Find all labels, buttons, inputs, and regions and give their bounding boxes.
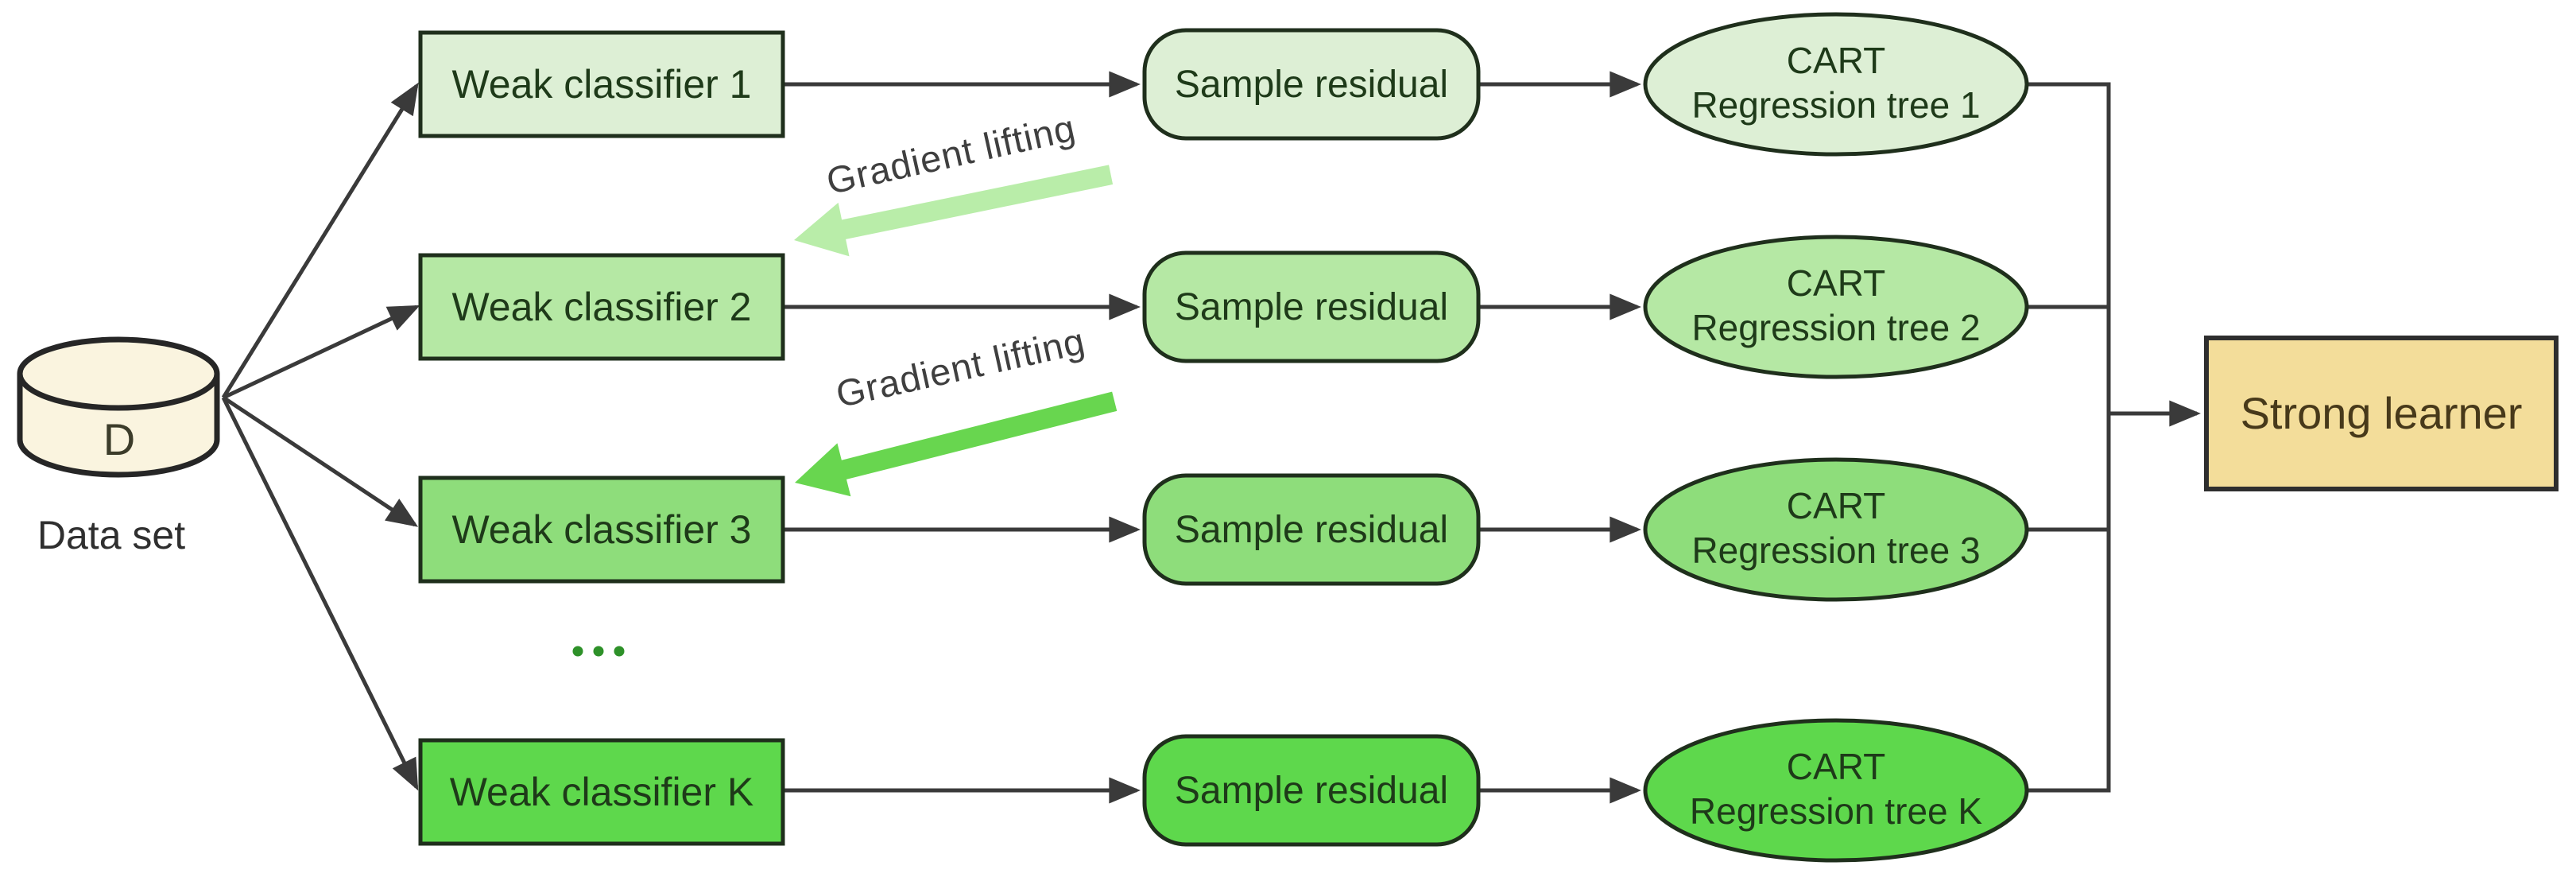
cart-tree-2-label-line2: Regression tree 2 [1691, 307, 1980, 348]
weak-classifier-k-label: Weak classifier K [450, 770, 754, 814]
cart-tree-2-ellipse [1643, 235, 2029, 379]
row-weak-classifier-k: Weak classifier K Sample residual CART R… [418, 718, 2029, 863]
sample-residual-k-pill [1142, 734, 1481, 847]
dataset-caption: Data set [37, 513, 185, 557]
cart-tree-3-label-line1: CART [1787, 485, 1885, 526]
dataset-symbol: D [103, 414, 135, 464]
row-weak-classifier-2: Weak classifier 2 Sample residual CART R… [418, 235, 2029, 379]
sample-residual-k-label: Sample residual [1175, 770, 1448, 812]
sample-residual-3-label: Sample residual [1175, 509, 1448, 551]
cart-tree-3-label-line2: Regression tree 3 [1691, 530, 1980, 571]
database-cylinder-top [17, 336, 220, 411]
sample-residual-1-pill [1142, 28, 1481, 141]
weak-classifier-1-label: Weak classifier 1 [452, 62, 752, 107]
row-weak-classifier-1: Weak classifier 1 Sample residual CART R… [418, 12, 2029, 157]
dataset-node: D Data set [17, 336, 220, 557]
row-weak-classifier-3: Weak classifier 3 Sample residual CART R… [418, 457, 2029, 602]
ellipsis-dot-3 [614, 646, 625, 657]
arrow-dataset-to-classifier-3 [222, 395, 419, 527]
cart-tree-k-label-line1: CART [1787, 746, 1885, 787]
weak-classifier-3-label: Weak classifier 3 [452, 507, 752, 552]
strong-learner-box [2204, 336, 2559, 491]
arrow-dataset-to-classifier-k [221, 396, 419, 791]
dataset-fanout-arrows [221, 82, 420, 791]
weak-classifier-2-box [418, 253, 785, 361]
weak-classifier-k-box [418, 738, 785, 846]
cart-tree-1-ellipse [1643, 12, 2029, 157]
weak-classifier-1-box [418, 30, 785, 138]
sample-residual-1-label: Sample residual [1175, 64, 1448, 106]
gradient-lifting-label-2: Gradient lifting [832, 319, 1089, 415]
cart-tree-1-label-line1: CART [1787, 40, 1885, 81]
gradient-lifting-link-2: Gradient lifting [795, 319, 1118, 497]
sample-residual-2-label: Sample residual [1175, 286, 1448, 328]
weak-classifier-2-label: Weak classifier 2 [452, 285, 752, 329]
arrow-dataset-to-classifier-2 [222, 305, 420, 400]
cart-tree-k-ellipse [1643, 718, 2029, 863]
bus-line-outer [2019, 82, 2111, 793]
ellipsis-dot-2 [593, 646, 604, 657]
weak-classifier-3-box [418, 475, 785, 584]
aggregation-bus [2019, 82, 2201, 793]
sample-residual-3-pill [1142, 473, 1481, 586]
cart-tree-2-label-line1: CART [1787, 262, 1885, 304]
sample-residual-2-pill [1142, 250, 1481, 363]
strong-learner-label: Strong learner [2241, 388, 2523, 438]
cart-tree-1-label-line2: Regression tree 1 [1691, 84, 1980, 126]
row-connectors [784, 71, 1641, 804]
gradient-lifting-arrow-1 [794, 165, 1114, 257]
cart-tree-k-label-line2: Regression tree K [1690, 790, 1982, 832]
strong-learner-node: Strong learner [2204, 336, 2559, 491]
arrow-dataset-to-classifier-1 [221, 82, 419, 399]
ellipsis-dot-1 [572, 646, 583, 657]
ellipsis-dots-icon [572, 646, 625, 657]
gradient-lifting-arrow-2 [795, 391, 1118, 497]
cart-tree-3-ellipse [1643, 457, 2029, 602]
gradient-lifting-link-1: Gradient lifting [794, 106, 1114, 257]
